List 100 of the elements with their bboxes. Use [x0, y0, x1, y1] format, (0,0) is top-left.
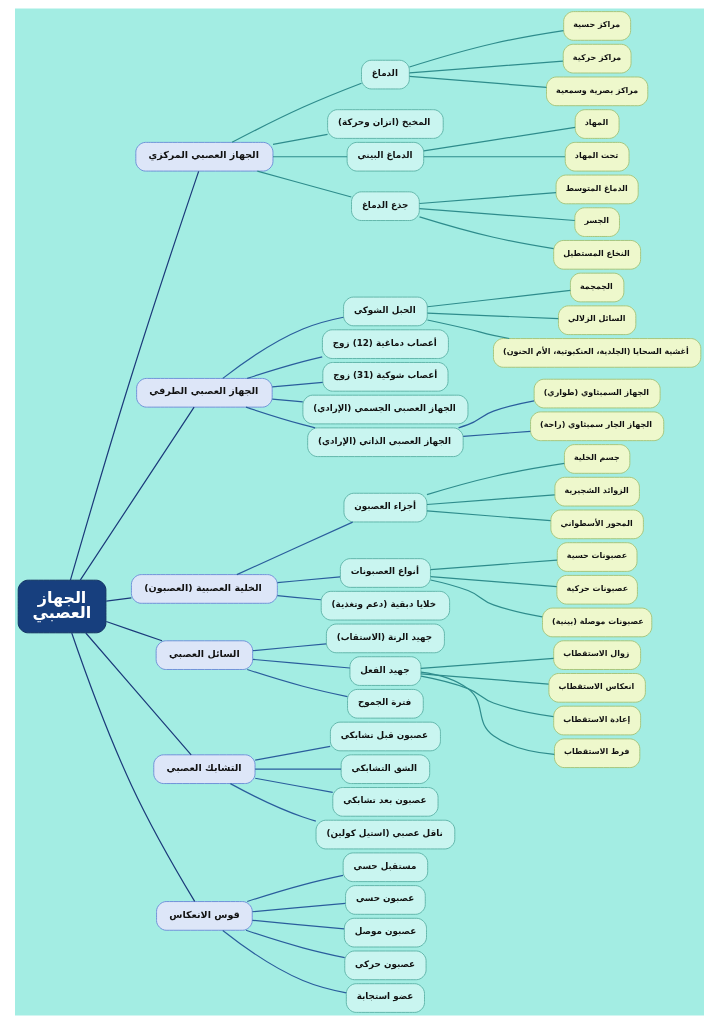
connector [246, 874, 344, 903]
node-box: مستقبل حسي [342, 852, 428, 883]
connector [425, 510, 551, 522]
node-box: الجهاز العصبي المركزي [134, 141, 273, 172]
connector [429, 579, 543, 618]
connector [422, 126, 576, 152]
connector [276, 595, 322, 601]
node-box: الجسر [573, 207, 620, 237]
connector [244, 406, 316, 429]
node-box: الزوائد الشجيرية [553, 476, 640, 507]
connector [271, 156, 348, 158]
node-box: جهيد الرنة (الاستقاب) [325, 623, 445, 654]
node-box: السائل العصبي [155, 640, 253, 670]
node-box: إعادة الاستقطاب [552, 705, 641, 736]
node-box: عصبون قبل تشابكي [329, 721, 441, 752]
node-box: الجهاز العصبي الطرفي [135, 377, 273, 408]
connector [254, 777, 333, 793]
node-box: أجزاء العصبون [342, 492, 427, 523]
connector [271, 398, 303, 403]
connector [70, 632, 195, 902]
connector [419, 675, 554, 718]
connector [418, 192, 557, 205]
node-box: السائل الزلالي [557, 305, 636, 336]
node-box: مراكز حركية [562, 43, 631, 74]
node-box: الخلية العصبية (العصبون) [130, 574, 278, 604]
connector [419, 671, 555, 755]
connector [271, 381, 323, 388]
connector [256, 170, 352, 198]
node-box: جسم الخلية [563, 444, 630, 474]
node-box: الدماغ [360, 59, 410, 90]
node-box: المحور الأسطواني [549, 509, 644, 540]
connector [425, 462, 565, 496]
connector [221, 929, 347, 994]
node-box: الدماغ المتوسط [555, 174, 639, 205]
node-box: جذع الدماغ [350, 191, 420, 221]
connector [79, 406, 195, 581]
node-box: عصبونات حركية [555, 574, 638, 605]
connector [426, 289, 571, 308]
node-box: الجهاز السمبثاوي (طواري) [533, 378, 661, 409]
node-box: الجمجمة [569, 272, 624, 303]
connector [254, 745, 331, 761]
node-box: خلايا دبقية (دعم وتغذية) [320, 590, 450, 621]
connector [408, 75, 547, 88]
node-box: الجهاز العصبي الذاتي (الإرادي) [306, 427, 464, 458]
node-box: عصبون موصل [343, 917, 427, 948]
connector [229, 783, 316, 822]
connector [418, 216, 554, 250]
node-box: الجهاز العصبي [17, 579, 106, 634]
connector [276, 576, 341, 584]
node-box: تحت المهاد [564, 141, 629, 172]
connector [105, 597, 132, 602]
node-box: النخاع المستطيل [552, 240, 641, 270]
node-box: جهيد الفعل [348, 656, 421, 686]
connector [462, 430, 531, 437]
connector [457, 400, 535, 429]
connector [408, 30, 564, 68]
node-box: أعصاب دماغية (12) زوج [321, 329, 449, 359]
node-box: الجهاز العصبي الجسمي (الإرادي) [301, 394, 468, 425]
node-box: أنواع العصبونات [339, 558, 431, 588]
connector [425, 494, 555, 506]
node-box: قوس الانعكاس [155, 901, 253, 931]
connector [429, 559, 558, 571]
node-box: أغشية السحايا (الجلدية، العنكبوتية، الأم الحنون) [492, 338, 701, 368]
connector [251, 643, 327, 652]
connector [235, 521, 353, 576]
node-box: عصبونات موصلة (بينية) [541, 607, 652, 638]
connector [254, 768, 342, 770]
node-box: مراكز حسية [562, 11, 631, 41]
connector [271, 133, 328, 145]
connector [251, 902, 346, 913]
node-box: مراكز بصرية وسمعية [545, 76, 648, 107]
node-box: الحبل الشوكي [342, 296, 428, 327]
connector [84, 632, 192, 756]
connector [251, 658, 350, 669]
connector [69, 170, 199, 581]
connector [418, 208, 575, 222]
node-box: عصبونات حسية [556, 542, 637, 572]
connector [419, 657, 554, 670]
node-box: زوال الاستقطاب [552, 640, 641, 670]
connector [105, 620, 163, 642]
connector [251, 919, 345, 930]
connector [426, 312, 559, 320]
node-box: عصبون حسي [344, 885, 426, 915]
node-box: التشابك العصبي [152, 754, 255, 784]
node-box: المهاد [574, 109, 620, 139]
node-box: الشق التشابكي [340, 754, 430, 784]
connector [221, 316, 344, 379]
connector [246, 668, 348, 698]
connector [429, 575, 557, 588]
node-box: الدماغ البيني [346, 141, 424, 172]
connector [422, 156, 565, 158]
connector [408, 60, 564, 74]
node-box: فترة الجموح [346, 688, 424, 719]
node-box: أعصاب شوكية (31) زوج [321, 362, 448, 392]
connector [230, 82, 362, 143]
node-box: فرط الاستقطاب [553, 738, 640, 769]
node-box: الجهاز الجار سمبثاوي (راحة) [529, 411, 664, 442]
connector [244, 929, 345, 959]
node-box: عضو استجابة [345, 983, 425, 1013]
node-box: عصبون بعد تشابكي [331, 787, 439, 817]
